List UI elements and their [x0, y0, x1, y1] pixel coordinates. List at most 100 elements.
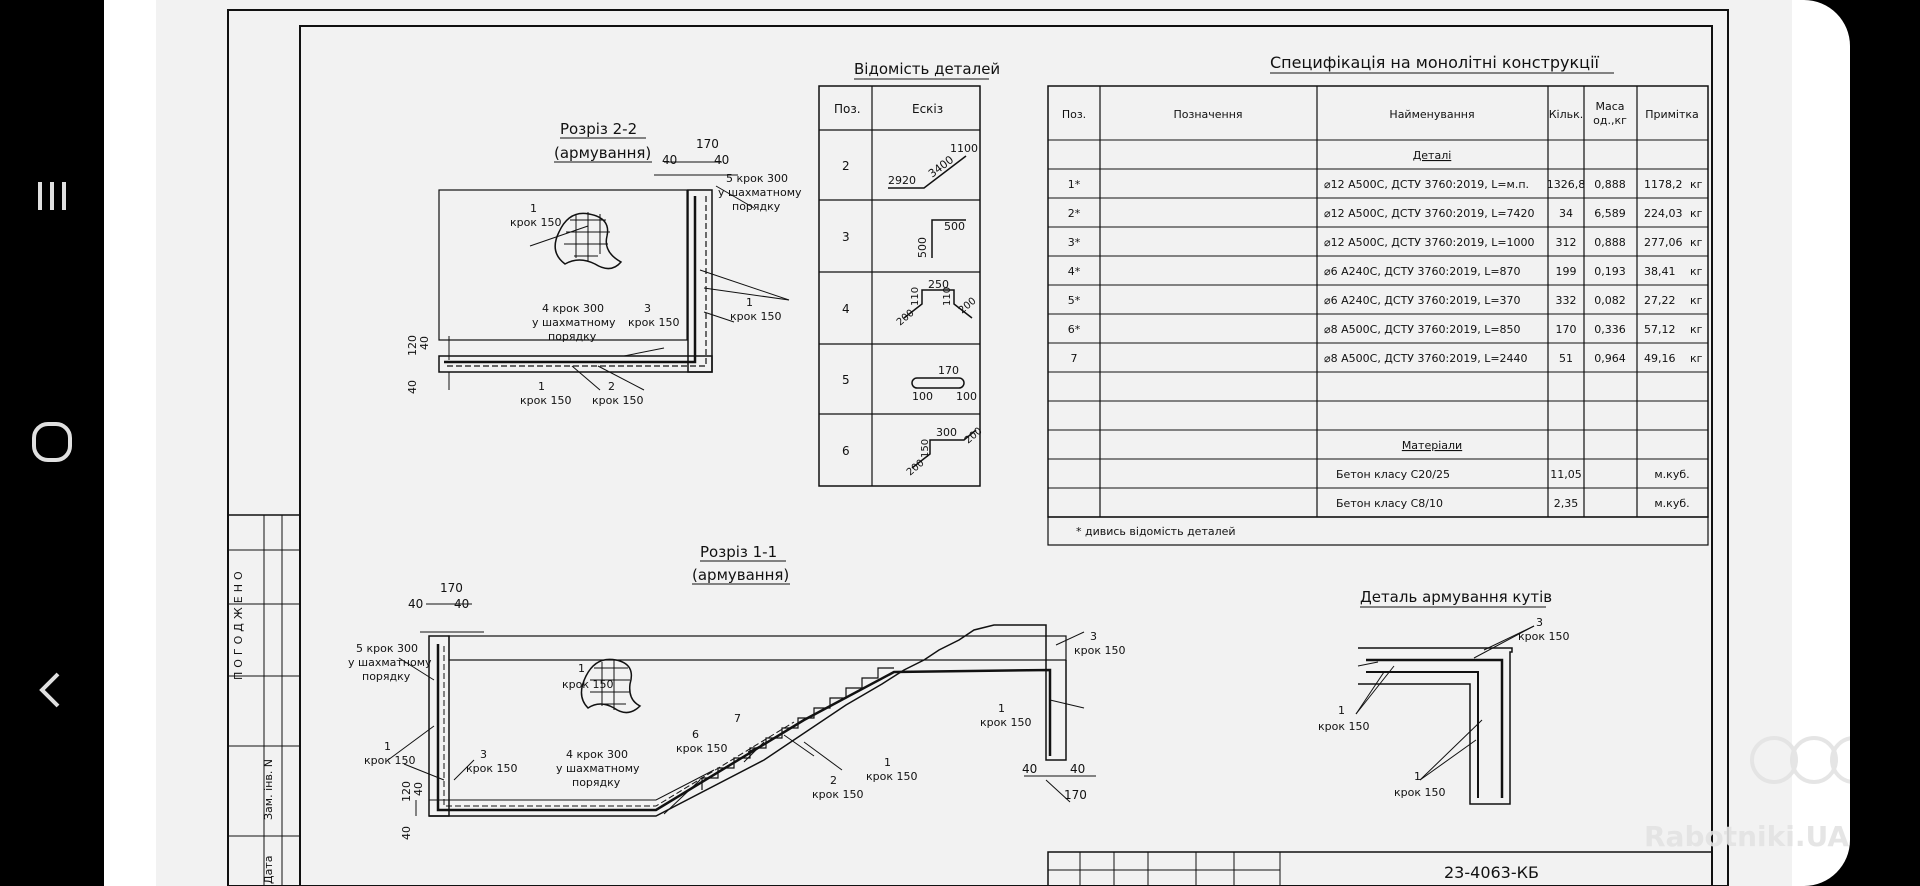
- section22-subtitle: (армування): [554, 144, 651, 162]
- specification-table: Специфікація на монолітні конструкціїПоз…: [1047, 53, 1709, 546]
- spec-cell-mass: 0,888: [1594, 178, 1626, 191]
- drawing-label: 40: [1070, 762, 1085, 776]
- spec-cell-pos: 4*: [1068, 265, 1081, 278]
- drawing-label: крок 150: [510, 216, 562, 229]
- spec-cell-qty: 312: [1556, 236, 1577, 249]
- drawing-label: крок 150: [562, 678, 614, 691]
- spec-material-note: м.куб.: [1654, 497, 1689, 510]
- spec-cell-pos: 7: [1071, 352, 1078, 365]
- drawing-code: 23-4063-КБ: [1444, 863, 1539, 882]
- drawing-label: 1: [1414, 770, 1421, 783]
- navigation-bar: [0, 0, 104, 886]
- drawing-label: 120: [406, 335, 419, 356]
- agreement-strip: ПОГОДЖЕНО Зам. інв. N Дата: [227, 514, 301, 886]
- drawing-label: 6: [692, 728, 699, 741]
- drawing-label: 170: [440, 581, 463, 595]
- drawing-label: 300: [936, 426, 957, 439]
- date-label: Дата: [262, 856, 275, 884]
- drawing-label: 1: [530, 202, 537, 215]
- drawing-label: 40: [400, 826, 413, 840]
- spec-cell-unit: кг: [1690, 294, 1703, 307]
- drawing-label: крок 150: [1518, 630, 1570, 643]
- spec-cell-unit: кг: [1690, 178, 1703, 191]
- home-button[interactable]: [22, 412, 82, 472]
- drawing-label: 40: [1022, 762, 1037, 776]
- spec-cell-qty: 34: [1559, 207, 1573, 220]
- bending-title: Відомість деталей: [854, 60, 1000, 78]
- drawing-label: 100: [912, 390, 933, 403]
- title-block: 23-4063-КБ: [1047, 851, 1713, 886]
- drawing-label: 1: [884, 756, 891, 769]
- drawing-label: 150: [920, 439, 931, 458]
- back-button[interactable]: [22, 660, 82, 720]
- spec-cell-pos: 6*: [1068, 323, 1081, 336]
- recent-apps-button[interactable]: [22, 166, 82, 226]
- drawing-label: 1: [998, 702, 1005, 715]
- drawing-label: 3: [842, 230, 850, 244]
- drawing-label: крок 150: [592, 394, 644, 407]
- spec-header: Позначення: [1173, 108, 1242, 121]
- drawing-label: 1100: [950, 142, 978, 155]
- spec-cell-pos: 2*: [1068, 207, 1081, 220]
- drawing-label: 110: [910, 287, 921, 306]
- drawing-label: у шахматному: [556, 762, 640, 775]
- drawing-label: 2: [608, 380, 615, 393]
- sheet-paper: [227, 9, 1729, 886]
- section-2-2: Розріз 2-2 (армування): [406, 120, 802, 407]
- watermark-text: Rabotniki.UA: [1644, 820, 1849, 853]
- drawing-label: у шахматному: [718, 186, 802, 199]
- drawing-label: 4: [842, 302, 850, 316]
- drawing-label: 2: [830, 774, 837, 787]
- drawing-label: порядку: [572, 776, 621, 789]
- drawing-label: крок 150: [1074, 644, 1126, 657]
- spec-cell-name: ⌀12 А500С, ДСТУ 3760:2019, L=7420: [1324, 207, 1535, 220]
- spec-cell-mass: 0,336: [1594, 323, 1626, 336]
- spec-header: Маса: [1595, 100, 1624, 113]
- spec-header: Поз.: [1062, 108, 1086, 121]
- section11-subtitle: (армування): [692, 566, 789, 584]
- drawing-label: 3: [1090, 630, 1097, 643]
- drawing-sheet[interactable]: ПОГОДЖЕНО Зам. інв. N Дата 23-4063-КБ Ро…: [104, 0, 1850, 886]
- drawing-label: крок 150: [812, 788, 864, 801]
- document-viewer[interactable]: ПОГОДЖЕНО Зам. інв. N Дата 23-4063-КБ Ро…: [104, 0, 1850, 886]
- back-icon: [39, 672, 60, 708]
- section-1-1: Розріз 1-1 (армування): [348, 543, 1126, 840]
- spec-cell-note: 1178,2: [1644, 178, 1683, 191]
- drawing-label: 500: [944, 220, 965, 233]
- drawing-label: Ескіз: [912, 102, 943, 116]
- spec-material-name: Бетон класу С20/25: [1336, 468, 1450, 481]
- drawing-label: 1: [578, 662, 585, 675]
- drawing-label: у шахматному: [348, 656, 432, 669]
- drawing-label: 5: [842, 373, 850, 387]
- drawing-label: крок 150: [1394, 786, 1446, 799]
- spec-cell-mass: 0,964: [1594, 352, 1626, 365]
- drawing-label: 1: [538, 380, 545, 393]
- drawing-label: 40: [406, 380, 419, 394]
- spec-header: Кільк.: [1549, 108, 1584, 121]
- spec-cell-note: 277,06: [1644, 236, 1683, 249]
- drawing-label: 110: [942, 287, 953, 306]
- drawing-label: 7: [734, 712, 741, 725]
- recent-apps-icon: [38, 182, 66, 210]
- drawing-label: 5 крок 300: [356, 642, 418, 655]
- drawing-label: крок 150: [364, 754, 416, 767]
- spec-cell-unit: кг: [1690, 207, 1703, 220]
- spec-cell-qty: 170: [1556, 323, 1577, 336]
- spec-material-qty: 11,05: [1550, 468, 1582, 481]
- section11-title: Розріз 1-1: [700, 543, 777, 561]
- spec-group-details: Деталі: [1413, 149, 1452, 162]
- drawing-label: 4 крок 300: [566, 748, 628, 761]
- spec-cell-mass: 0,082: [1594, 294, 1626, 307]
- spec-material-qty: 2,35: [1554, 497, 1579, 510]
- spec-cell-unit: кг: [1690, 323, 1703, 336]
- spec-cell-mass: 6,589: [1594, 207, 1626, 220]
- spec-cell-qty: 1326,8: [1547, 178, 1586, 191]
- spec-cell-name: ⌀6 А240С, ДСТУ 3760:2019, L=370: [1324, 294, 1521, 307]
- drawing-label: 170: [696, 137, 719, 151]
- spec-cell-mass: 0,193: [1594, 265, 1626, 278]
- spec-cell-unit: кг: [1690, 265, 1703, 278]
- spec-cell-unit: кг: [1690, 236, 1703, 249]
- drawing-label: 40: [454, 597, 469, 611]
- drawing-label: 500: [916, 237, 929, 258]
